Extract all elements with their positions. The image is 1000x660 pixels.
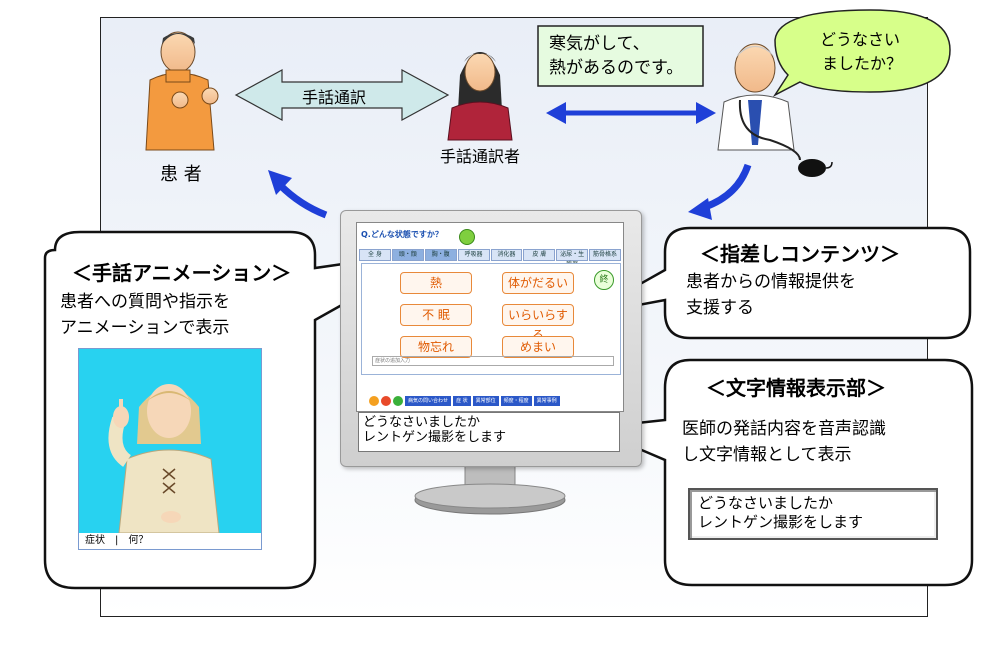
doctor-figure <box>717 43 833 177</box>
interpreter-label: 手話通訳者 <box>440 147 521 166</box>
screen-footer: 病気の問い合わせ 症 状 異常部位 頻度・程度 異常事例 <box>369 395 609 407</box>
symptom-fatigue[interactable]: 体がだるい <box>502 272 574 294</box>
pointing-contents-body-2: 支援する <box>686 298 754 318</box>
text-display-sample-line-1: どうなさいましたか <box>698 494 834 512</box>
symptom-dizzy[interactable]: めまい <box>502 336 574 358</box>
footer-item-symptom[interactable]: 症 状 <box>453 396 471 406</box>
end-button[interactable]: 終 <box>594 270 614 290</box>
doctor-speech-bubble <box>772 9 951 97</box>
monitor-stand <box>414 464 566 515</box>
symptom-panel: 熱 体がだるい 不 眠 いらいらする 物忘れ めまい 終 症状の追加入力 <box>361 263 621 375</box>
doctor-speech-line-2: ましたか？ <box>822 54 903 73</box>
symptom-input[interactable]: 症状の追加入力 <box>372 356 614 366</box>
screen-question: Q.どんな状態ですか？ <box>361 230 443 239</box>
footer-item-inquiry[interactable]: 病気の問い合わせ <box>405 396 452 406</box>
tab-chest-abdomen[interactable]: 胸・腹 <box>424 249 457 261</box>
patient-label: 患 者 <box>160 164 202 185</box>
footer-item-site[interactable]: 異常部位 <box>472 396 499 406</box>
text-display-body-1: 医師の発話内容を音声認識 <box>682 419 886 439</box>
symptom-forgetful[interactable]: 物忘れ <box>400 336 472 358</box>
tab-whole-body[interactable]: 全 身 <box>359 249 391 261</box>
sign-interpretation-arrow <box>234 68 450 122</box>
symptom-insomnia[interactable]: 不 眠 <box>400 304 472 326</box>
symptom-fever[interactable]: 熱 <box>400 272 472 294</box>
symptom-irritable[interactable]: いらいらする <box>502 304 574 342</box>
patient-speech-box <box>537 25 704 87</box>
text-display-sample-line-2: レントゲン撮影をします <box>698 513 864 531</box>
tab-digestive[interactable]: 消化器 <box>490 249 523 261</box>
text-display-sample: どうなさいましたか レントゲン撮影をします <box>688 488 938 540</box>
footer-item-frequency[interactable]: 頻度・程度 <box>500 396 532 406</box>
tab-urogenital[interactable]: 泌尿・生殖器 <box>556 249 589 268</box>
back-icon[interactable] <box>393 396 403 406</box>
text-display-body-2: し文字情報として表示 <box>682 445 852 465</box>
screen-tabs: 全 身 頭・顔 胸・腹 呼吸器 消化器 皮 膚 泌尿・生殖器 筋骨格系 <box>359 249 621 268</box>
curved-arrow-to-patient <box>268 170 328 219</box>
sign-animation-caption: 症状 | 何？ <box>79 533 261 549</box>
home-icon[interactable] <box>369 396 379 406</box>
sign-animation-title: ＜手話アニメーション＞ <box>72 261 292 285</box>
patient-speech-line-1: 寒気がして、 <box>549 34 650 54</box>
tab-skin[interactable]: 皮 膚 <box>523 249 556 261</box>
tab-head-face[interactable]: 頭・顔 <box>391 249 424 261</box>
sign-interpretation-label: 手話通訳 <box>302 88 367 107</box>
monitor-screen: Q.どんな状態ですか？ 全 身 頭・顔 胸・腹 呼吸器 消化器 皮 膚 泌尿・生… <box>356 222 624 412</box>
help-icon[interactable] <box>381 396 391 406</box>
sign-animation-body-2: アニメーションで表示 <box>60 318 230 338</box>
patient-figure <box>145 31 219 151</box>
sign-animation-body-1: 患者への質問や指示を <box>60 292 230 312</box>
pointing-contents-title: ＜指差しコンテンツ＞ <box>700 242 900 266</box>
pointing-contents-body-1: 患者からの情報提供を <box>686 272 856 292</box>
interpreter-figure <box>447 52 513 141</box>
doctor-speech-line-1: どうなさい <box>820 30 901 49</box>
text-display-title: ＜文字情報表示部＞ <box>706 376 886 400</box>
signing-avatar-image <box>108 384 220 533</box>
footer-item-cases[interactable]: 異常事例 <box>533 396 560 406</box>
monitor-textbox: どうなさいましたか レントゲン撮影をします <box>358 412 620 452</box>
patient-speech-line-2: 熱があるのです。 <box>549 58 684 78</box>
curved-arrow-from-doctor <box>688 163 752 220</box>
tab-respiratory[interactable]: 呼吸器 <box>457 249 490 261</box>
tab-musculoskeletal[interactable]: 筋骨格系 <box>589 249 621 261</box>
leaf-icon <box>459 229 475 245</box>
monitor-textbox-line-2: レントゲン撮影をします <box>363 430 507 445</box>
pointing-contents-bubble <box>584 226 972 340</box>
monitor-textbox-line-1: どうなさいましたか <box>363 415 481 430</box>
interpreter-doctor-arrow <box>546 102 716 124</box>
sign-animation-preview: 症状 | 何？ <box>78 348 262 550</box>
